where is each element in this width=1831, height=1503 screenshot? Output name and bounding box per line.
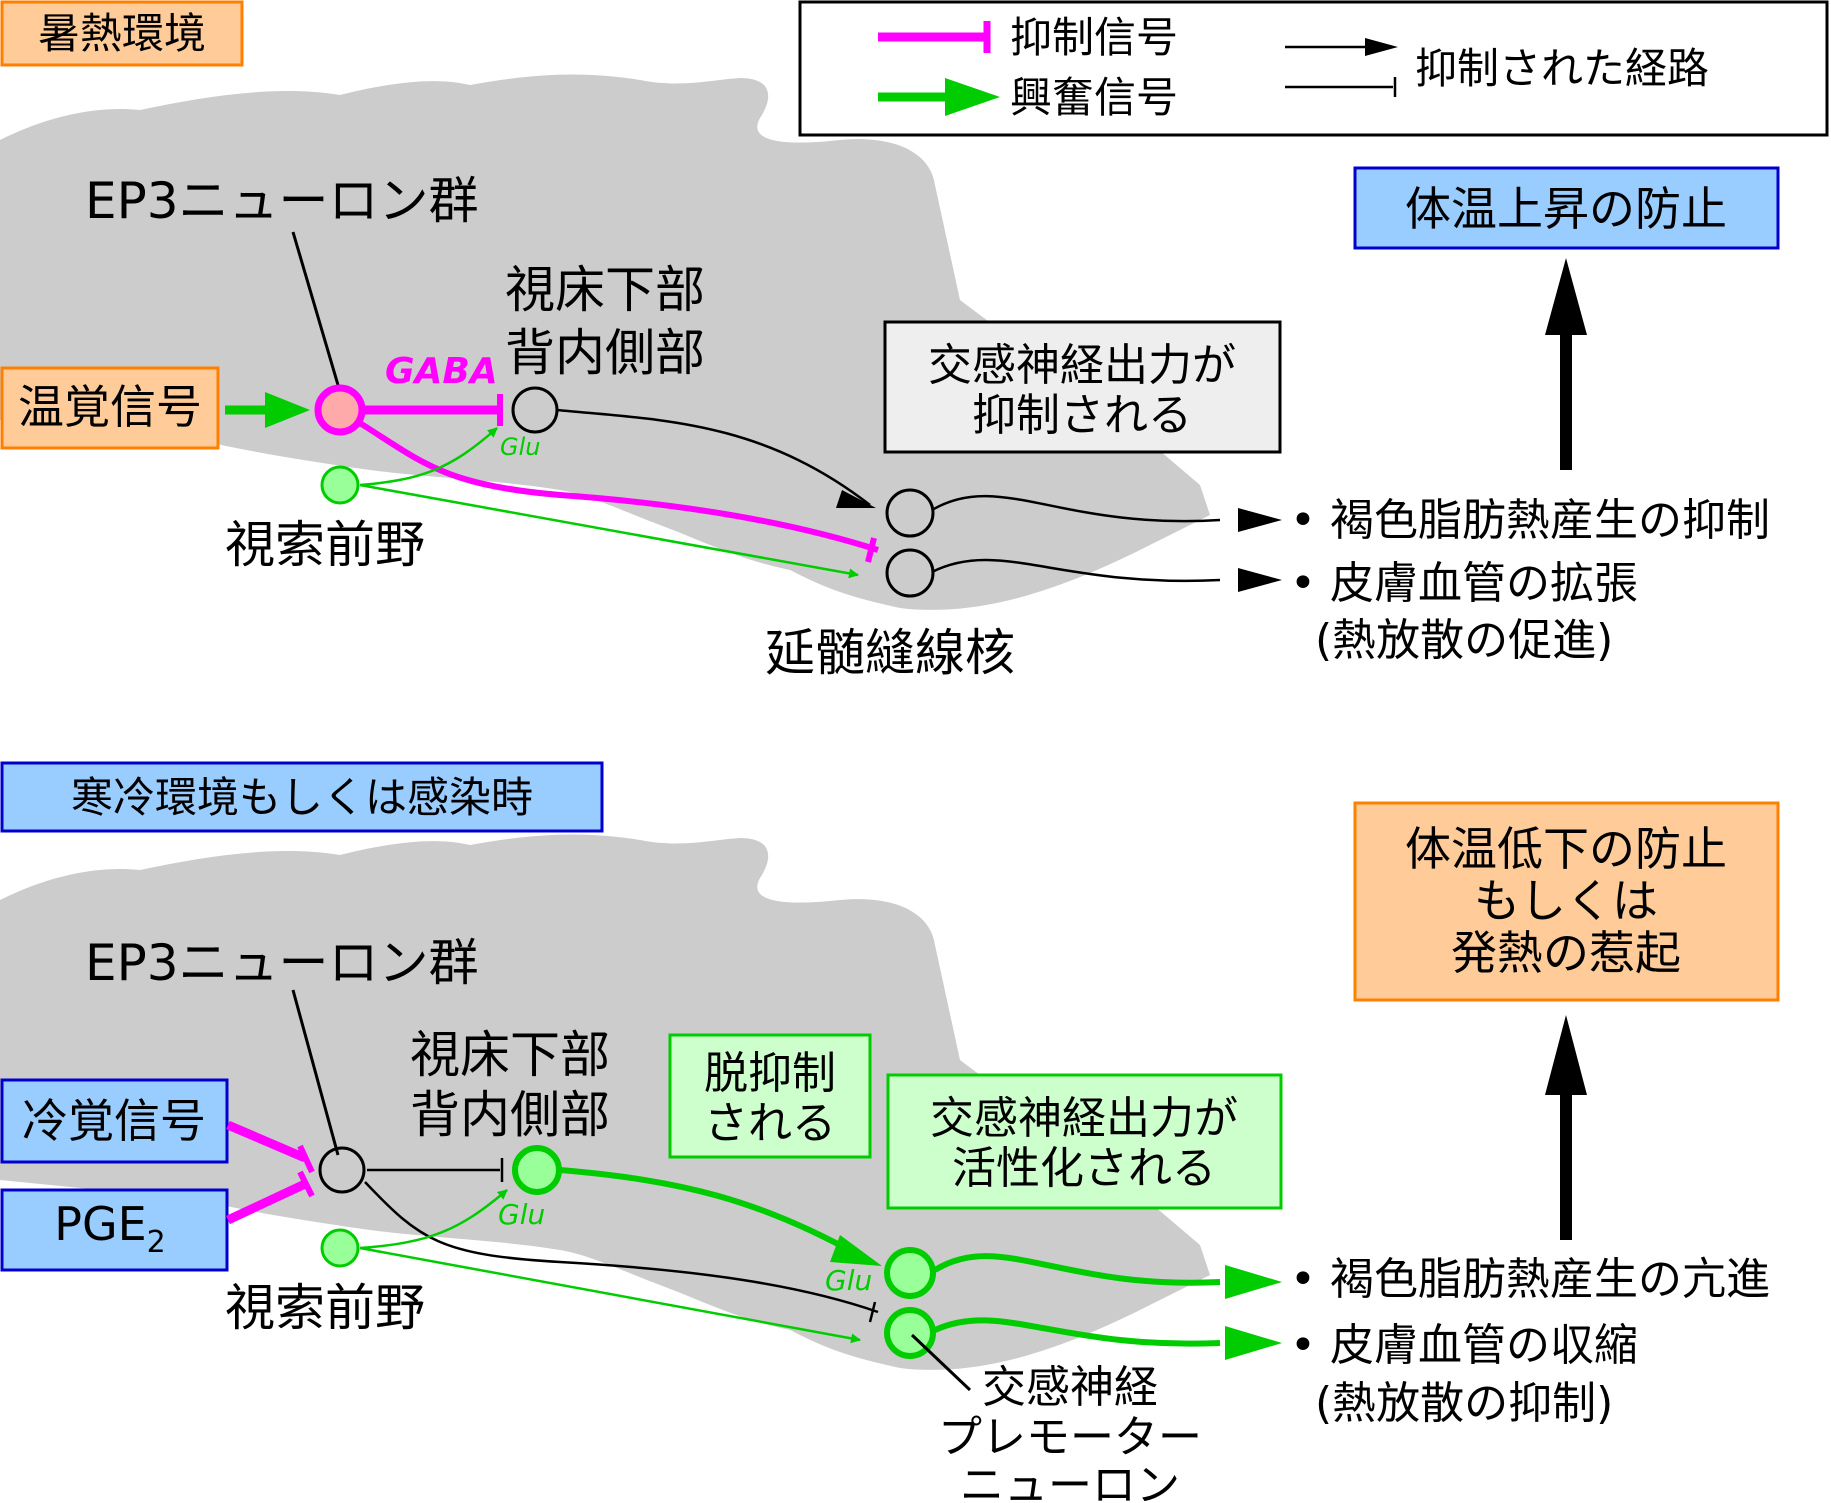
environment-label-top: 暑熱環境 bbox=[38, 9, 206, 58]
excitatory-legend-arrowhead bbox=[945, 78, 1000, 116]
poa-to-raphe-glu-top bbox=[359, 483, 859, 579]
premotor-label-line3: ニューロン bbox=[960, 1460, 1180, 1503]
ep3-label-bottom: EP3ニューロン群 bbox=[85, 934, 479, 992]
sympathetic-label-line2-bottom: 活性化される bbox=[952, 1143, 1216, 1194]
disinhibition-label-line1: 脱抑制 bbox=[704, 1048, 836, 1099]
poa-node-bottom bbox=[320, 1228, 360, 1268]
raphe-output-skin-bottom bbox=[933, 1317, 1221, 1347]
dmh-label-line2-top: 背内側部 bbox=[505, 324, 705, 382]
dmh-label-line1-bottom: 視床下部 bbox=[410, 1026, 610, 1084]
cold-signal-tbar bbox=[297, 1144, 315, 1174]
dmh-to-raphe-bottom bbox=[559, 1167, 862, 1259]
poa-node-top bbox=[320, 465, 360, 505]
outcome-label-line2-bottom: もしくは bbox=[1474, 874, 1658, 928]
environment-box-bottom bbox=[0, 761, 604, 833]
suppressed-arrowhead-legend bbox=[1365, 38, 1398, 56]
pge2-box bbox=[0, 1188, 229, 1272]
ep3-to-raphe-suppressed bbox=[364, 1181, 879, 1314]
ep3-pointer-top bbox=[291, 231, 340, 386]
warm-signal-arrowhead bbox=[265, 392, 310, 428]
warm-signal-box bbox=[0, 366, 220, 450]
effect-bat-label-bottom: • 褐色脂肪熱産生の亢進 bbox=[1290, 1254, 1770, 1305]
raphe-output-bat-arrowhead-top bbox=[1238, 508, 1282, 532]
pge2-base: PGE bbox=[54, 1197, 146, 1251]
raphe-output-skin-arrowhead-bottom bbox=[1225, 1326, 1282, 1360]
environment-box-top bbox=[0, 0, 244, 67]
raphe-output-skin-arrowhead-top bbox=[1238, 568, 1282, 592]
poa-to-raphe-glu-bottom bbox=[359, 1246, 861, 1344]
environment-label-bottom: 寒冷環境もしくは感染時 bbox=[71, 773, 533, 822]
dmh-node-bottom bbox=[512, 1145, 562, 1195]
outcome-box-bottom bbox=[1353, 801, 1780, 1002]
outcome-label-line1-bottom: 体温低下の防止 bbox=[1405, 822, 1727, 876]
ep3-to-raphe-suppressed-tbar bbox=[868, 1301, 877, 1323]
dmh-label-line2-bottom: 背内側部 bbox=[410, 1086, 610, 1144]
dmh-node-top bbox=[511, 386, 559, 434]
cold-signal-label: 冷覚信号 bbox=[22, 1094, 206, 1148]
effect-bat-label-top: • 褐色脂肪熱産生の抑制 bbox=[1290, 495, 1770, 546]
premotor-label-line1: 交感神経 bbox=[982, 1362, 1158, 1413]
brain-silhouette-top bbox=[0, 74, 1210, 610]
raphe-output-bat-arrowhead-bottom bbox=[1225, 1265, 1282, 1299]
dmh-to-raphe-arrowhead-bottom bbox=[830, 1235, 882, 1266]
pge2-inhibition bbox=[226, 1179, 307, 1225]
gaba-label: GABA bbox=[385, 351, 498, 392]
glu-label-2-bottom: Glu bbox=[825, 1264, 872, 1297]
raphe-label-top: 延髄縫線核 bbox=[765, 624, 1015, 682]
disinhibition-box bbox=[668, 1033, 872, 1159]
pge2-label: PGE2 bbox=[54, 1197, 166, 1260]
disinhibition-label-line2: される bbox=[704, 1098, 836, 1149]
premotor-pointer bbox=[910, 1333, 972, 1392]
pge2-tbar bbox=[297, 1170, 315, 1198]
brain-silhouette-bottom bbox=[0, 834, 1210, 1370]
ep3-to-raphe-inhibition bbox=[353, 417, 879, 553]
inhibitory-legend-label: 抑制信号 bbox=[1010, 13, 1178, 62]
effect-skin-label-top: • 皮膚血管の拡張 bbox=[1290, 558, 1638, 609]
ep3-label-top: EP3ニューロン群 bbox=[85, 172, 479, 230]
glu-label-top: Glu bbox=[500, 433, 540, 461]
effect-skin-label-bottom: • 皮膚血管の収縮 bbox=[1290, 1320, 1638, 1371]
legend-box bbox=[798, 0, 1829, 137]
ep3-neuron-node-bottom bbox=[318, 1146, 366, 1194]
outcome-box-top bbox=[1353, 166, 1780, 250]
outcome-arrowhead-bottom bbox=[1545, 1015, 1587, 1095]
suppressed-legend-label: 抑制された経路 bbox=[1415, 44, 1709, 93]
premotor-label-line2: プレモーター bbox=[938, 1412, 1202, 1463]
ep3-pointer-bottom bbox=[291, 989, 340, 1156]
glu-label-1-bottom: Glu bbox=[498, 1198, 545, 1231]
sympathetic-box-top bbox=[883, 320, 1282, 454]
dmh-to-raphe-top bbox=[556, 408, 871, 506]
sympathetic-label-line1-bottom: 交感神経出力が bbox=[930, 1093, 1238, 1144]
sympathetic-label-line1-top: 交感神経出力が bbox=[928, 340, 1236, 391]
poa-to-dmh-glu-top bbox=[359, 427, 498, 487]
cold-signal-box bbox=[0, 1078, 229, 1164]
effect-skin-note-top: (熱放散の促進) bbox=[1315, 615, 1613, 666]
raphe-output-bat-top bbox=[931, 494, 1221, 523]
effect-skin-note-bottom: (熱放散の抑制) bbox=[1315, 1378, 1613, 1429]
outcome-label-top: 体温上昇の防止 bbox=[1405, 182, 1727, 236]
cold-signal-inhibition bbox=[226, 1120, 307, 1163]
raphe-inhibition-tbar bbox=[865, 537, 877, 563]
sympathetic-box-bottom bbox=[886, 1073, 1283, 1210]
poa-to-dmh-glu-bottom bbox=[359, 1189, 508, 1250]
dmh-label-line1-top: 視床下部 bbox=[505, 261, 705, 319]
ep3-neuron-node-top bbox=[314, 384, 366, 436]
excitatory-legend-label: 興奮信号 bbox=[1010, 73, 1178, 122]
poa-label-top: 視索前野 bbox=[225, 516, 425, 574]
poa-label-bottom: 視索前野 bbox=[225, 1279, 425, 1337]
outcome-arrowhead-top bbox=[1545, 258, 1587, 335]
raphe-output-skin-top bbox=[931, 558, 1221, 583]
raphe-node-1-bottom bbox=[884, 1247, 936, 1299]
pge2-subscript: 2 bbox=[147, 1225, 166, 1260]
raphe-node-1-top bbox=[885, 488, 935, 538]
warm-signal-label: 温覚信号 bbox=[18, 380, 202, 434]
outcome-label-line3-bottom: 発熱の惹起 bbox=[1451, 926, 1681, 980]
raphe-output-bat-bottom bbox=[933, 1253, 1221, 1286]
sympathetic-label-line2-top: 抑制される bbox=[972, 390, 1192, 441]
raphe-node-2-top bbox=[885, 548, 935, 598]
dmh-to-raphe-arrowhead-top bbox=[836, 490, 876, 508]
